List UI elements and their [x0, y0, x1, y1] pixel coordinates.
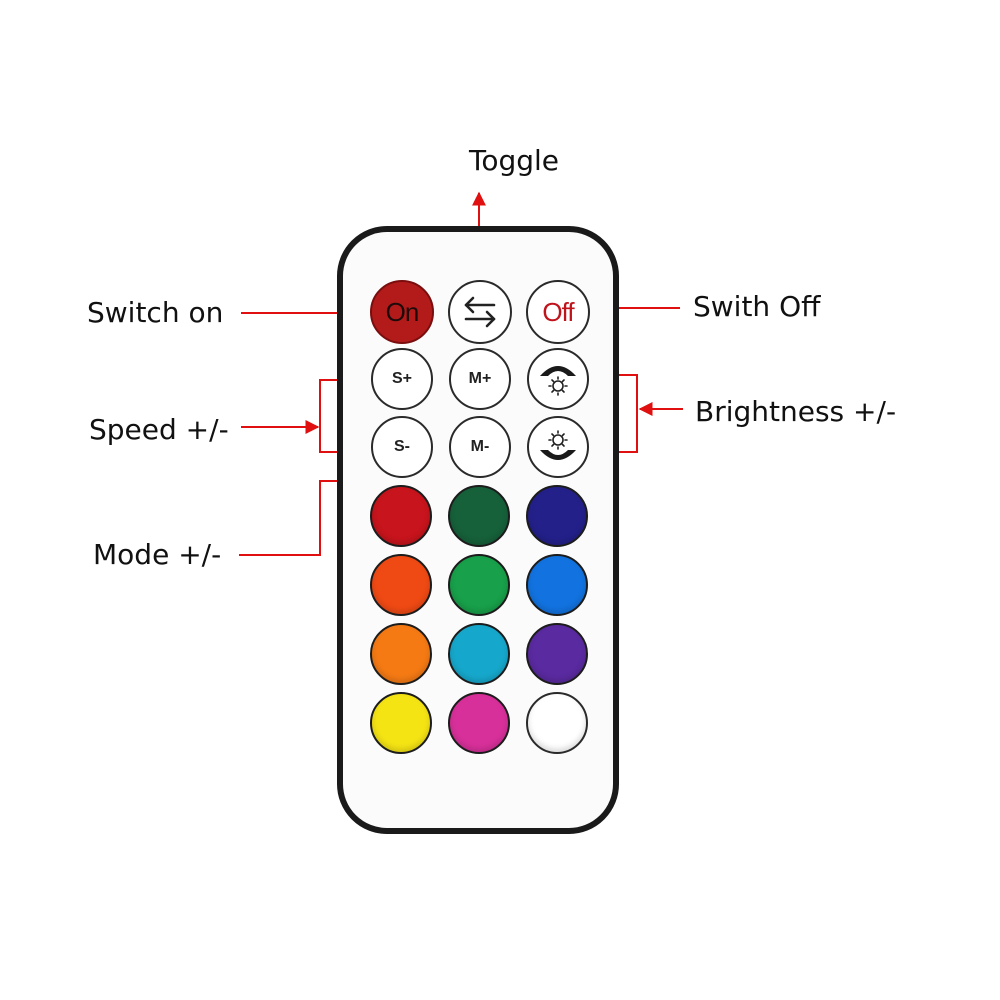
speed-label: Speed +/-	[89, 413, 229, 446]
brightness-up-button[interactable]	[527, 348, 589, 410]
brightness-up-icon	[540, 366, 576, 396]
color-button-red[interactable]	[370, 485, 432, 547]
swap-arrows-icon	[464, 296, 496, 328]
color-button-cyan[interactable]	[448, 623, 510, 685]
brightness-down-icon	[540, 430, 576, 460]
switch-off-label: Swith Off	[693, 290, 821, 323]
brightness-label: Brightness +/-	[695, 395, 897, 428]
color-button-orange[interactable]	[370, 623, 432, 685]
mode-down-button[interactable]: M-	[449, 416, 511, 478]
mode-up-label: M+	[468, 370, 492, 387]
speed-up-label: S+	[391, 370, 412, 387]
speed-down-button[interactable]: S-	[371, 416, 433, 478]
brightness-down-button[interactable]	[527, 416, 589, 478]
color-button-green[interactable]	[448, 554, 510, 616]
switch-on-label: Switch on	[87, 296, 224, 329]
speed-up-button[interactable]: S+	[371, 348, 433, 410]
toggle-label: Toggle	[469, 144, 560, 177]
on-button-label: On	[385, 296, 420, 327]
color-button-blue[interactable]	[526, 554, 588, 616]
speed-down-label: S-	[394, 438, 410, 455]
off-button[interactable]: Off	[526, 280, 590, 344]
toggle-button[interactable]	[448, 280, 512, 344]
color-button-magenta[interactable]	[448, 692, 510, 754]
mode-down-label: M-	[470, 438, 490, 455]
mode-label: Mode +/-	[93, 538, 222, 571]
off-button-label: Off	[542, 296, 574, 327]
on-button[interactable]: On	[370, 280, 434, 344]
color-button-dark-green[interactable]	[448, 485, 510, 547]
color-button-purple[interactable]	[526, 623, 588, 685]
mode-up-button[interactable]: M+	[449, 348, 511, 410]
color-button-navy[interactable]	[526, 485, 588, 547]
color-button-white[interactable]	[526, 692, 588, 754]
color-button-yellow[interactable]	[370, 692, 432, 754]
color-button-orange-red[interactable]	[370, 554, 432, 616]
